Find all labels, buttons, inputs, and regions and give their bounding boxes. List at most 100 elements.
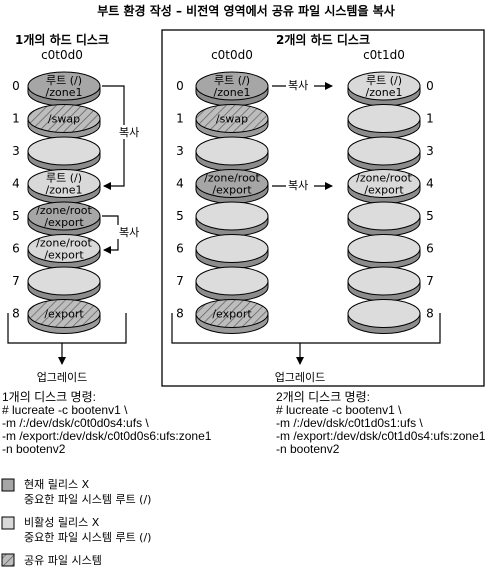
right-disk1-slice-label: /swap bbox=[216, 113, 248, 126]
legend-current-text: 현재 릴리스 X 중요한 파일 시스템 루트 (/) bbox=[24, 477, 151, 507]
left-disk-slice-label: /export bbox=[44, 249, 84, 262]
right-disk2-slice-number: 5 bbox=[426, 209, 434, 223]
right-disk1-slice-label: /export bbox=[212, 308, 252, 321]
right-copy-label-2: 복사 bbox=[288, 179, 308, 192]
left-disk-slice-number: 7 bbox=[12, 274, 20, 288]
left-disk-slice-label: 루트 (/) bbox=[46, 74, 82, 87]
left-disk-slice-8 bbox=[27, 299, 101, 328]
right-disk1-slice-label: /zone/root bbox=[204, 172, 260, 185]
right-disk2-slice-8 bbox=[347, 299, 421, 328]
right-disk1-slice-number: 3 bbox=[176, 144, 184, 158]
legend-current-swatch bbox=[1, 478, 15, 492]
right-disk1-slice-number: 4 bbox=[176, 177, 184, 191]
right-disk2-slice-label: /zone/root bbox=[356, 172, 412, 185]
left-command-line: # lucreate -c bootenv1 \ bbox=[2, 403, 128, 417]
left-disk-slice-label: /zone1 bbox=[46, 86, 83, 99]
right-command-line: -m /export:/dev/dsk/c0t1d0s4:ufs:zone1 bbox=[276, 429, 486, 443]
right-disk1-slice-label: /export bbox=[212, 184, 252, 197]
legend-shared-swatch bbox=[1, 553, 15, 567]
left-disk-slice-5 bbox=[27, 201, 101, 231]
right-disk1-slice-4 bbox=[195, 169, 269, 198]
left-disk-slice-label: /zone1 bbox=[46, 184, 83, 197]
right-upgrade-label: 업그레이드 bbox=[275, 371, 326, 384]
left-upgrade-bracket bbox=[7, 313, 127, 344]
right-disk1-slice-number: 6 bbox=[176, 242, 184, 256]
right-disk1-slice-1 bbox=[195, 104, 269, 133]
left-disk-slice-label: /export bbox=[44, 216, 84, 229]
right-disk2-slice-number: 0 bbox=[426, 79, 434, 93]
legend-current-line2: 중요한 파일 시스템 루트 (/) bbox=[24, 493, 152, 506]
right-panel-heading: 2개의 하드 디스크 bbox=[276, 32, 370, 47]
right-copy-label-2-bg bbox=[286, 178, 314, 192]
right-copy-label-1-bg bbox=[286, 78, 314, 92]
right-commands: 2개의 디스크 명령: # lucreate -c bootenv1 \ -m … bbox=[276, 391, 485, 456]
left-disk-name: c0t0d0 bbox=[41, 48, 83, 62]
right-disk1-slice-number: 1 bbox=[176, 112, 184, 126]
right-disk1-name: c0t0d0 bbox=[211, 48, 253, 62]
right-disk2-slice-label: /zone1 bbox=[366, 86, 403, 99]
legend-shared-label: 공유 파일 시스템 bbox=[24, 554, 102, 567]
left-disk-slice-7 bbox=[27, 266, 101, 296]
left-disk-slice-label: /zone/root bbox=[36, 237, 92, 250]
right-disk2-slice-number: 1 bbox=[426, 112, 434, 126]
left-disk-slice-number: 0 bbox=[12, 79, 20, 93]
right-disk1-slice-7 bbox=[195, 266, 269, 296]
legend-shared-text: 공유 파일 시스템 bbox=[24, 553, 102, 568]
left-commands: 1개의 디스크 명령: # lucreate -c bootenv1 \ -m … bbox=[2, 391, 211, 456]
left-disk-slice-3 bbox=[27, 136, 101, 166]
right-disk2-slice-1 bbox=[347, 104, 421, 133]
right-command-line: -n bootenv2 bbox=[276, 442, 340, 456]
legend-inactive-text: 비활성 릴리스 X 중요한 파일 시스템 루트 (/) bbox=[24, 515, 151, 545]
left-disk-slice-number: 6 bbox=[12, 242, 20, 256]
right-commands-heading: 2개의 디스크 명령: bbox=[276, 390, 370, 404]
left-copy-label-1: 복사 bbox=[119, 126, 139, 139]
right-upgrade-bracket bbox=[171, 313, 441, 344]
right-disk1-slice-6 bbox=[195, 234, 269, 263]
left-disk-slice-0 bbox=[27, 71, 101, 101]
left-disk-slice-label: /swap bbox=[48, 113, 80, 126]
left-command-line: -m /:/dev/dsk/c0t0d0s4:ufs \ bbox=[2, 416, 149, 430]
right-disk2-slice-4 bbox=[347, 169, 421, 198]
left-copy-label-1-bg bbox=[116, 125, 134, 139]
legend-inactive-swatch bbox=[1, 516, 15, 530]
right-disk2-slice-5 bbox=[347, 201, 421, 231]
right-disk1-slice-label: 루트 (/) bbox=[214, 74, 250, 87]
right-disk2-slice-number: 3 bbox=[426, 144, 434, 158]
right-disk2-slice-number: 8 bbox=[426, 307, 434, 321]
right-copy-label-1: 복사 bbox=[288, 79, 308, 92]
left-copy-label-2: 복사 bbox=[119, 226, 139, 239]
left-panel-heading: 1개의 하드 디스크 bbox=[15, 32, 109, 47]
left-disk-slice-number: 1 bbox=[12, 112, 20, 126]
left-upgrade-label: 업그레이드 bbox=[37, 371, 88, 384]
right-disk2-name: c0t1d0 bbox=[363, 48, 405, 62]
right-disk2-slice-label: /export bbox=[364, 184, 404, 197]
legend-current-line1: 현재 릴리스 X bbox=[24, 478, 90, 491]
right-command-line: # lucreate -c bootenv1 \ bbox=[276, 403, 402, 417]
right-disk1-slice-0 bbox=[195, 71, 269, 101]
left-disk-slice-1 bbox=[27, 104, 101, 133]
right-disk1-slice-3 bbox=[195, 136, 269, 166]
left-disk-slice-label: /export bbox=[44, 308, 84, 321]
right-disk1-slice-number: 5 bbox=[176, 209, 184, 223]
left-disk-slice-label: /zone/root bbox=[36, 204, 92, 217]
right-disk2-slice-7 bbox=[347, 266, 421, 296]
left-disk-slice-number: 8 bbox=[12, 307, 20, 321]
right-disk2-slice-label: 루트 (/) bbox=[366, 74, 402, 87]
right-disk1-slice-number: 7 bbox=[176, 274, 184, 288]
right-disk2-slice-0 bbox=[347, 71, 421, 101]
right-disk2-slice-6 bbox=[347, 234, 421, 263]
right-disk1-slice-5 bbox=[195, 201, 269, 231]
right-disk2-slice-3 bbox=[347, 136, 421, 166]
left-disk-slice-number: 5 bbox=[12, 209, 20, 223]
legend-inactive-line1: 비활성 릴리스 X bbox=[24, 516, 100, 529]
right-disk1-slice-label: /zone1 bbox=[214, 86, 251, 99]
left-disk-slice-label: 루트 (/) bbox=[46, 172, 82, 185]
right-panel-frame bbox=[161, 29, 485, 387]
right-disk2-slice-number: 6 bbox=[426, 242, 434, 256]
legend-inactive-line2: 중요한 파일 시스템 루트 (/) bbox=[24, 531, 152, 544]
